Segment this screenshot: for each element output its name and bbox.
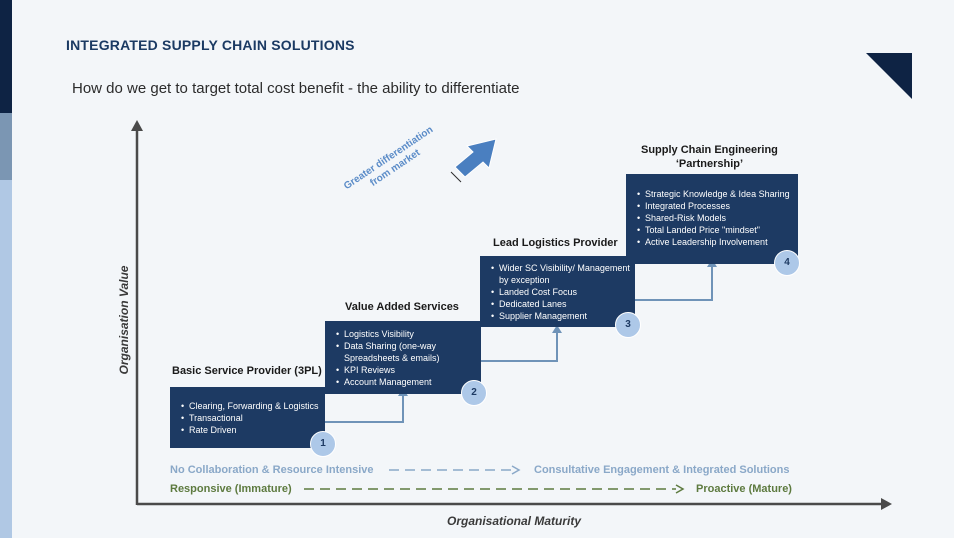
stage-3-item: Supplier Management xyxy=(489,310,631,322)
stage-4-item: Shared-Risk Models xyxy=(635,212,794,224)
spectrum-1-left: No Collaboration & Resource Intensive xyxy=(170,464,374,476)
x-axis-label: Organisational Maturity xyxy=(447,514,582,528)
stage-3-box: Wider SC Visibility/ Management by excep… xyxy=(480,256,635,327)
stage-2-box: Logistics Visibility Data Sharing (one-w… xyxy=(325,321,481,394)
stage-3-item: Dedicated Lanes xyxy=(489,298,631,310)
spectrum-2-left: Responsive (Immature) xyxy=(170,483,292,495)
stage-4-item: Strategic Knowledge & Idea Sharing xyxy=(635,188,794,200)
y-axis-label: Organisation Value xyxy=(117,265,131,375)
stage-2-item: Logistics Visibility xyxy=(334,328,477,340)
stage-4-item: Integrated Processes xyxy=(635,200,794,212)
spectrum-2-right: Proactive (Mature) xyxy=(696,483,792,495)
stage-1-item: Clearing, Forwarding & Logistics xyxy=(179,400,325,412)
stage-1-box: Clearing, Forwarding & Logistics Transac… xyxy=(170,387,325,448)
stage-3-number-badge: 3 xyxy=(615,312,641,338)
slide-title: INTEGRATED SUPPLY CHAIN SOLUTIONS xyxy=(66,37,355,53)
stage-4-box: Strategic Knowledge & Idea Sharing Integ… xyxy=(626,174,798,264)
stage-2-item: KPI Reviews xyxy=(334,364,477,376)
stage-4-title: Supply Chain Engineering ‘Partnership’ xyxy=(641,143,778,171)
stage-4-list: Strategic Knowledge & Idea Sharing Integ… xyxy=(635,188,794,248)
stage-2-list: Logistics Visibility Data Sharing (one-w… xyxy=(334,328,477,388)
spectrum-1-right: Consultative Engagement & Integrated Sol… xyxy=(534,464,790,476)
stage-1-list: Clearing, Forwarding & Logistics Transac… xyxy=(179,400,325,436)
stage-1-title: Basic Service Provider (3PL) xyxy=(172,365,322,377)
stage-2-item: Account Management xyxy=(334,376,477,388)
stage-3-item: Wider SC Visibility/ Management by excep… xyxy=(489,262,631,286)
slide-subtitle: How do we get to target total cost benef… xyxy=(72,80,520,97)
stage-3-list: Wider SC Visibility/ Management by excep… xyxy=(489,262,631,322)
stage-4-number-badge: 4 xyxy=(774,250,800,276)
stage-1-item: Rate Driven xyxy=(179,424,325,436)
stage-4-item: Total Landed Price "mindset" xyxy=(635,224,794,236)
stage-2-number-badge: 2 xyxy=(461,380,487,406)
stage-2-title: Value Added Services xyxy=(345,301,459,313)
stage-3-item: Landed Cost Focus xyxy=(489,286,631,298)
accent-bar-mid xyxy=(0,113,12,180)
stage-4-title-line-1: Supply Chain Engineering xyxy=(641,144,778,156)
stage-2-item: Data Sharing (one-way Spreadsheets & ema… xyxy=(334,340,477,364)
accent-bar-light xyxy=(0,180,12,538)
stage-4-item: Active Leadership Involvement xyxy=(635,236,794,248)
accent-bar-dark xyxy=(0,0,12,113)
corner-triangle-icon xyxy=(866,53,912,99)
stage-4-title-line-2: ‘Partnership’ xyxy=(675,158,744,170)
stage-3-title: Lead Logistics Provider xyxy=(493,237,618,249)
stage-1-number-badge: 1 xyxy=(310,431,336,457)
stage-1-item: Transactional xyxy=(179,412,325,424)
